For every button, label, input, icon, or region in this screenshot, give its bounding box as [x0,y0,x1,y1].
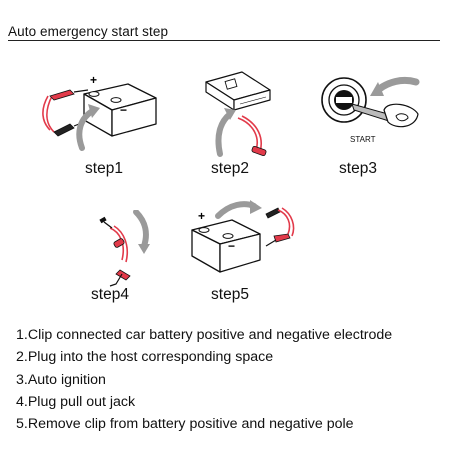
step-label-5: step5 [211,286,249,303]
instruction-item: 5.Remove clip from battery positive and … [16,416,354,433]
instruction-item: 4.Plug pull out jack [16,393,136,410]
unplug-jack-icon [99,210,150,287]
ignition-key-icon: START [321,76,420,144]
svg-text:+: + [90,73,97,87]
step-label-1: step1 [85,160,123,177]
step-label-2: step2 [211,160,249,177]
svg-text:−: − [228,239,235,253]
title-divider [8,40,440,41]
jump-starter-plug-icon [205,71,271,157]
step-label-3: step3 [339,160,377,177]
page-title: Auto emergency start step [8,24,169,39]
instruction-list: 1.Clip connected car battery positive an… [16,324,392,435]
start-label: START [350,135,376,144]
battery-clamp-icon: + − [42,73,157,151]
svg-text:+: + [198,209,205,223]
instruction-item: 1.Clip connected car battery positive an… [16,327,393,343]
remove-clamp-icon: + − [191,200,295,273]
step-label-4: step4 [91,286,129,303]
svg-text:−: − [120,103,127,117]
instruction-item: 3.Auto ignition [16,371,106,388]
instruction-item: 2.Plug into the host corresponding space [16,349,274,366]
